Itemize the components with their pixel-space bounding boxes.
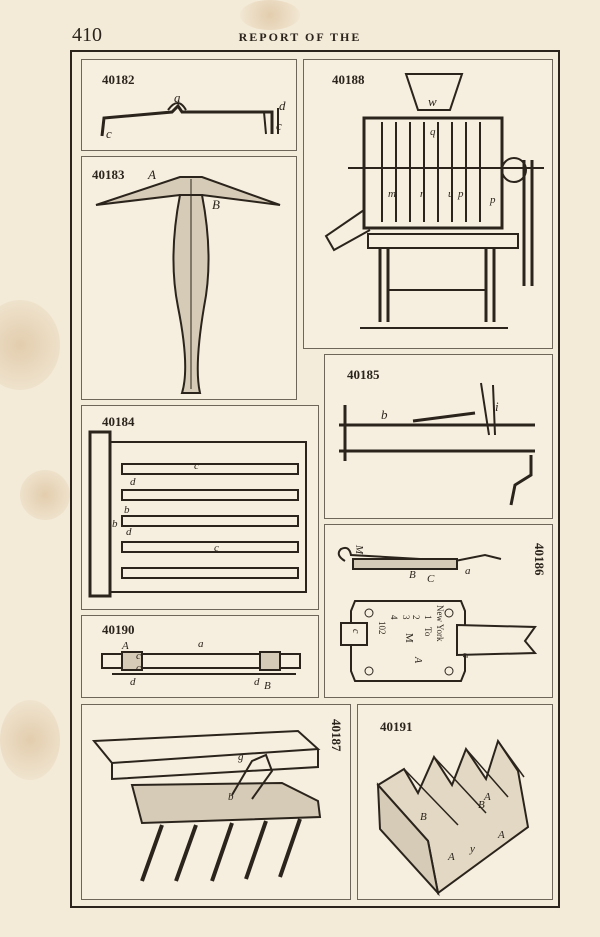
- figure-letter: A: [122, 640, 129, 652]
- figure-40182-panel: 40182 a d c c: [81, 59, 297, 151]
- card-text: c: [350, 629, 361, 634]
- figure-40186-drawing: [337, 546, 538, 682]
- card-text: 2: [411, 615, 421, 620]
- figure-letter: p: [458, 188, 464, 200]
- figure-40191-panel: 40191 B B A A y A: [357, 704, 553, 900]
- figure-number: 40190: [102, 622, 135, 637]
- figure-number: 40182: [102, 72, 135, 87]
- card-text: To: [423, 627, 433, 637]
- patent-plate: 40182 a d c c 40188: [70, 50, 560, 908]
- figure-letter: b: [112, 518, 118, 530]
- running-head: REPORT OF THE: [238, 30, 362, 44]
- figure-40190-drawing: [101, 651, 301, 675]
- paper-stain: [0, 300, 60, 390]
- figure-letter: d: [130, 476, 136, 488]
- card-text: 102: [377, 621, 387, 635]
- figure-letter: d: [126, 526, 132, 538]
- figure-40188-panel: 40188 w q m n u p: [303, 59, 553, 349]
- figure-letter: B: [478, 799, 485, 811]
- figure-letter: u: [448, 188, 454, 200]
- figure-letter: c: [276, 118, 282, 133]
- figure-40185-drawing: [339, 382, 535, 506]
- card-text: 3: [401, 615, 411, 620]
- figure-40191-drawing: [376, 738, 530, 897]
- figure-40184-drawing: [88, 430, 307, 598]
- figure-letter: B: [264, 680, 271, 692]
- figure-40183-drawing: [95, 176, 281, 394]
- card-text: A: [412, 657, 423, 664]
- figure-letter: d: [130, 676, 136, 688]
- figure-letter: i: [495, 399, 499, 414]
- figure-number: 40188: [332, 72, 365, 87]
- figure-letter: c: [136, 662, 141, 674]
- figure-letter: c: [194, 460, 199, 472]
- figure-number: 40183: [92, 167, 125, 182]
- figure-letter: n: [420, 188, 426, 200]
- figure-letter: B: [420, 811, 427, 823]
- figure-40185-panel: 40185 b i: [324, 354, 553, 519]
- figure-40182-drawing: [100, 102, 279, 137]
- figure-letter: w: [428, 94, 437, 109]
- figure-letter: d: [279, 98, 286, 113]
- card-text: 1: [423, 615, 433, 620]
- paper-stain: [240, 0, 300, 30]
- card-text: New York: [435, 605, 445, 642]
- figure-40188-drawing: [324, 73, 544, 329]
- figure-letter: A: [448, 851, 455, 863]
- figure-letter: A: [484, 791, 491, 803]
- paper-stain: [20, 470, 70, 520]
- figure-letter: a: [198, 638, 204, 650]
- figure-40187-drawing: [91, 729, 322, 882]
- figure-letter: m: [388, 188, 396, 200]
- figure-letter: b: [381, 407, 388, 422]
- figure-number: 40185: [347, 367, 380, 382]
- page-number: 410: [72, 24, 102, 46]
- card-text: a: [460, 653, 471, 658]
- figure-letter: b: [124, 504, 130, 516]
- page-header: 410 REPORT OF THE: [0, 24, 600, 50]
- card-text: 4: [389, 615, 399, 620]
- figure-number: 40184: [102, 414, 135, 429]
- figure-letter: A: [498, 829, 505, 841]
- figure-40190-panel: 40190 A c a c d d B: [81, 615, 319, 698]
- figure-letter: d: [254, 676, 260, 688]
- figure-letter: A: [148, 167, 156, 182]
- figure-letter: c: [106, 126, 112, 141]
- figure-letter: C: [427, 573, 435, 585]
- paper-stain: [0, 700, 60, 780]
- figure-letter: p: [490, 194, 496, 206]
- figure-40184-panel: 40184 c d b c b d: [81, 405, 319, 610]
- figure-letter: b: [228, 791, 234, 803]
- figure-letter: B: [409, 569, 416, 581]
- figure-number: 40191: [380, 719, 413, 734]
- figure-40183-panel: 40183 A B: [81, 156, 297, 400]
- figure-letter: a: [465, 565, 471, 577]
- figure-letter: q: [430, 126, 436, 138]
- card-text: M: [403, 633, 415, 643]
- figure-40187-panel: 40187 g b: [81, 704, 351, 900]
- figure-40186-panel: 40186 M B C a New York 1 To 2 3 M 4 102 …: [324, 524, 553, 698]
- figure-letter: y: [470, 843, 475, 855]
- figure-letter: B: [212, 197, 220, 212]
- figure-letter: c: [136, 650, 141, 662]
- figure-letter: g: [238, 751, 244, 763]
- figure-letter: c: [214, 542, 219, 554]
- figure-letter: a: [174, 90, 181, 105]
- figure-letter: M: [353, 545, 365, 555]
